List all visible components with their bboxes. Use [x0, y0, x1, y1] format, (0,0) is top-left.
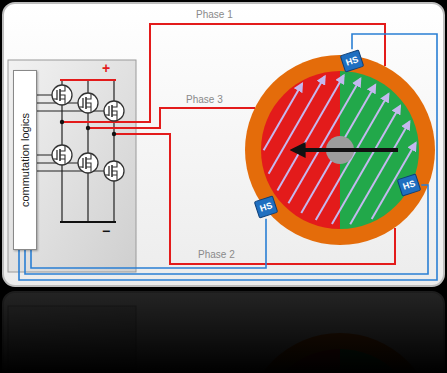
phase-label: Phase 2 [198, 249, 235, 260]
supply-sign: − [102, 224, 110, 239]
mosfet-symbol [104, 161, 124, 181]
hall-sensor: HS [254, 195, 279, 218]
sensor-wire [25, 185, 428, 274]
phase-wire [114, 134, 395, 264]
panel-ground [3, 3, 444, 286]
sensor-wire [31, 219, 266, 268]
mosfet-symbol [52, 145, 72, 165]
sensor-label: HS [259, 200, 274, 213]
inverter-housing [8, 60, 136, 272]
logic-label: commutation logics [19, 113, 31, 207]
junction-dot [60, 120, 64, 124]
inverter-bridge [37, 80, 116, 222]
mosfet-symbol [78, 153, 98, 173]
stator-ring [245, 55, 435, 245]
mosfet-symbol [78, 93, 98, 113]
field-direction-arrow [296, 148, 398, 152]
mosfet-symbol [52, 85, 72, 105]
phase-label: Phase 1 [196, 9, 233, 20]
junction-dot [86, 126, 90, 130]
junction-dot [112, 132, 116, 136]
hall-sensor: HS [340, 49, 365, 72]
field-line [350, 122, 409, 225]
phase-label: Phase 3 [186, 94, 223, 105]
mosfet-symbol [104, 101, 124, 121]
reflection-fade [0, 289, 447, 373]
field-line [372, 143, 416, 219]
hall-sensor: HS [397, 173, 422, 196]
field-line [332, 106, 400, 224]
field-line [316, 94, 389, 220]
field-line [288, 79, 360, 204]
supply-sign: + [102, 61, 110, 76]
field-line [264, 84, 302, 151]
logic-box: commutation logics [13, 70, 37, 250]
field-line [269, 76, 325, 173]
sensor-label: HS [345, 54, 360, 67]
sensor-wire [19, 34, 437, 280]
field-line [277, 76, 343, 191]
sensor-label: HS [402, 178, 417, 191]
